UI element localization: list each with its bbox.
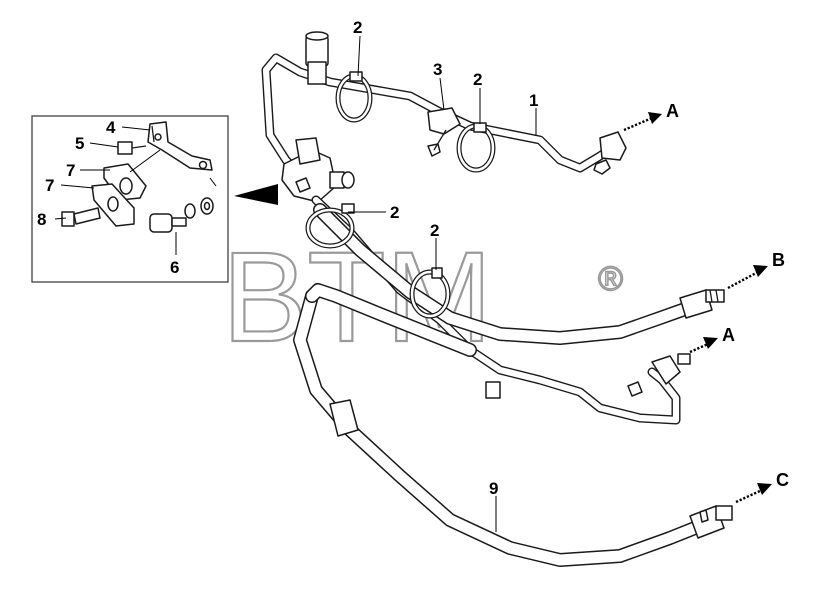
pressure-sensor bbox=[305, 31, 329, 85]
inset-detail-panel bbox=[31, 115, 278, 283]
junction-block bbox=[281, 137, 355, 203]
socket-bolt-part bbox=[149, 197, 214, 233]
callout-7-upper: 7 bbox=[66, 161, 75, 180]
arrow-a-mid bbox=[689, 337, 718, 354]
hose-to-b bbox=[313, 203, 695, 345]
mounting-bracket bbox=[427, 107, 461, 157]
hose-to-c bbox=[293, 289, 707, 567]
callout-8: 8 bbox=[37, 210, 46, 229]
callout-3: 3 bbox=[433, 60, 442, 79]
small-bolt-part bbox=[117, 141, 147, 155]
leader-lines bbox=[348, 35, 537, 532]
callout-7-lower: 7 bbox=[45, 176, 54, 195]
hose-clamp-upper-left bbox=[335, 71, 373, 123]
bracket-part bbox=[147, 121, 213, 171]
end-fitting-upper bbox=[593, 131, 627, 175]
arrow-a-top bbox=[623, 112, 662, 132]
callout-9: 9 bbox=[489, 479, 498, 498]
end-fitting-b bbox=[679, 289, 725, 319]
connection-label-b: B bbox=[772, 250, 785, 270]
end-fitting-c bbox=[689, 505, 733, 539]
small-clip bbox=[485, 381, 501, 399]
hose-junction bbox=[305, 283, 477, 357]
arrow-c bbox=[735, 483, 772, 504]
callout-2-upper-right: 2 bbox=[473, 70, 482, 89]
clamp-block-part bbox=[91, 163, 147, 227]
end-fitting-middle bbox=[627, 353, 691, 397]
callout-1: 1 bbox=[529, 91, 538, 110]
hose-clamp-lower-left bbox=[305, 203, 355, 249]
connection-label-a-top: A bbox=[666, 101, 679, 121]
callout-5: 5 bbox=[75, 134, 84, 153]
hose-clamp-lower-right bbox=[409, 267, 451, 319]
registered-mark: ® bbox=[598, 260, 623, 298]
callout-4: 4 bbox=[106, 118, 116, 137]
callout-2-lower-left: 2 bbox=[390, 203, 399, 222]
connection-label-c: C bbox=[776, 470, 789, 490]
connection-label-a-mid: A bbox=[722, 325, 735, 345]
arrow-b bbox=[727, 265, 768, 290]
metal-pipe-upper bbox=[261, 53, 617, 180]
callout-labels: 2 3 2 1 2 2 9 4 5 7 7 8 6 A B A C bbox=[37, 18, 789, 498]
callout-6: 6 bbox=[170, 258, 179, 277]
callout-2-upper-left: 2 bbox=[353, 18, 362, 37]
callout-2-lower-right: 2 bbox=[430, 221, 439, 240]
long-bolt-part bbox=[61, 207, 101, 227]
hose-clamp-upper-right bbox=[456, 122, 496, 173]
